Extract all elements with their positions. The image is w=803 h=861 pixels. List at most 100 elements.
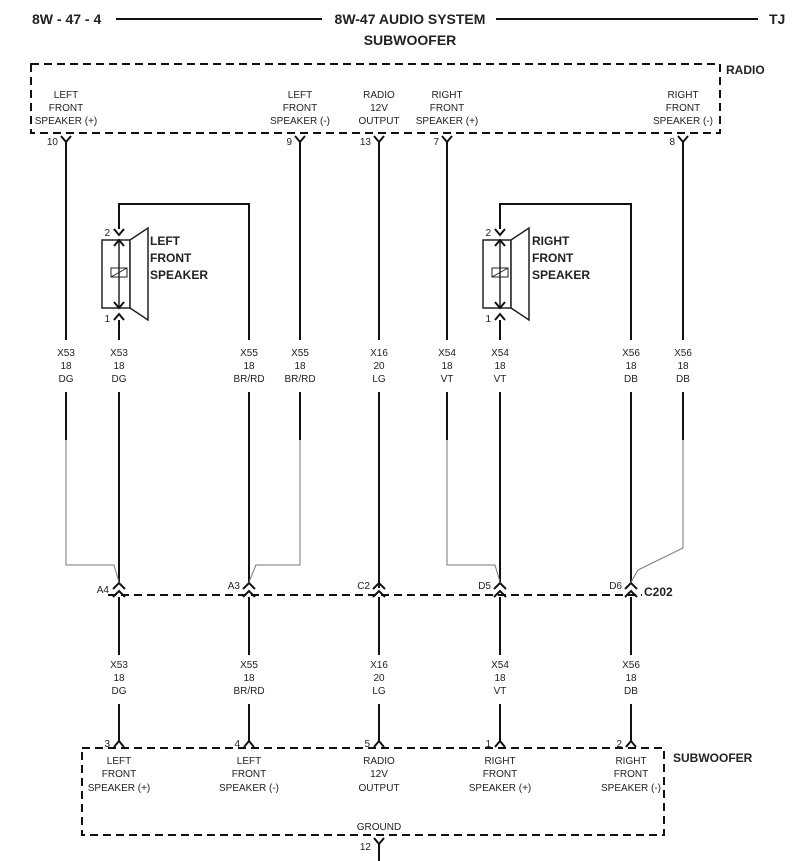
cavity-terminal — [242, 581, 256, 590]
cavity-terminal — [372, 589, 386, 598]
wire-gauge: 18 — [243, 673, 255, 684]
wire-gauge: 18 — [677, 361, 689, 372]
c202-cavity-a4: A4 — [97, 581, 126, 598]
wire-circuit: X54 — [491, 348, 509, 359]
splice-x54 — [446, 440, 501, 583]
c202-cavity-c2: C2 — [357, 581, 386, 598]
speaker-cone — [510, 226, 530, 322]
wire-gauge: 20 — [373, 673, 385, 684]
wire-circuit: X53 — [110, 660, 128, 671]
pin-number: 5 — [364, 739, 370, 750]
subwoofer-box — [81, 747, 665, 836]
pin-terminal — [113, 739, 125, 748]
page-title: 8W-47 AUDIO SYSTEM — [335, 11, 486, 27]
cavity-terminal — [624, 589, 638, 598]
pin-terminal — [113, 301, 125, 310]
pin-terminal — [60, 135, 72, 144]
pin-desc: FRONT — [102, 769, 136, 780]
cavity-terminal — [372, 581, 386, 590]
pin-terminal — [625, 739, 637, 748]
sub-pin-left-front-neg: 4 LEFT FRONT SPEAKER (-) — [219, 739, 279, 794]
pin-terminal — [373, 135, 385, 144]
cavity-label: A3 — [228, 581, 241, 592]
wire-color: BR/RD — [233, 374, 264, 385]
wire-circuit: X16 — [370, 348, 388, 359]
wire-gauge: 18 — [625, 361, 637, 372]
pin-desc: SPEAKER (-) — [653, 116, 713, 127]
radio-pin-right-front-pos: RIGHT FRONT SPEAKER (+) 7 — [416, 90, 479, 148]
pin-desc: RIGHT — [667, 90, 698, 101]
pin-number: 9 — [286, 137, 292, 148]
cavity-terminal — [242, 589, 256, 598]
wire-gauge: 18 — [113, 673, 125, 684]
wire-circuit: X16 — [370, 660, 388, 671]
pin-desc: SPEAKER (-) — [601, 783, 661, 794]
upper-wire-labels: X53 18 DG X53 18 DG X55 18 BR/RD X55 18 … — [57, 348, 692, 385]
pin-number: 1 — [485, 739, 491, 750]
cavity-terminal — [493, 581, 507, 590]
wire-gauge: 18 — [494, 361, 506, 372]
speaker-cone — [129, 226, 149, 322]
pin-desc: SPEAKER (-) — [219, 783, 279, 794]
cavity-label: D6 — [609, 581, 622, 592]
pin-desc: LEFT — [288, 90, 312, 101]
sub-pin-ground: GROUND 12 — [357, 822, 401, 861]
cavity-terminal — [112, 589, 126, 598]
lower-wire-labels: X53 18 DG X55 18 BR/RD X16 20 LG X54 18 … — [110, 660, 640, 697]
pin-terminal — [294, 135, 306, 144]
wire-x55-speaker — [118, 203, 250, 340]
pin-number: 3 — [104, 739, 110, 750]
pin-desc: FRONT — [430, 103, 464, 114]
pin-desc: FRONT — [49, 103, 83, 114]
splice-x53 — [65, 440, 120, 583]
wire-circuit: X56 — [622, 348, 640, 359]
radio-box — [30, 63, 721, 134]
pin-desc: FRONT — [483, 769, 517, 780]
pin-terminal — [113, 228, 125, 237]
page-subtitle: SUBWOOFER — [364, 32, 457, 48]
pin-desc: FRONT — [666, 103, 700, 114]
pin-number: 1 — [104, 314, 110, 325]
pin-terminal — [494, 312, 506, 321]
pin-desc: RIGHT — [484, 756, 515, 767]
pin-terminal — [677, 135, 689, 144]
pin-desc: OUTPUT — [358, 116, 399, 127]
wire-color: DG — [59, 374, 74, 385]
pin-desc: RIGHT — [615, 756, 646, 767]
pin-number: 12 — [360, 842, 372, 853]
wire-color: VT — [494, 374, 507, 385]
speaker-label: LEFT — [150, 234, 181, 248]
pin-number: 10 — [47, 137, 59, 148]
pin-desc: OUTPUT — [358, 783, 399, 794]
wire-x56-speaker — [499, 203, 632, 340]
cavity-label: C2 — [357, 581, 370, 592]
pin-terminal — [113, 312, 125, 321]
splice-x55 — [248, 440, 301, 583]
cavity-label: D5 — [478, 581, 491, 592]
pin-number: 2 — [104, 228, 110, 239]
wire-circuit: X55 — [240, 660, 258, 671]
sub-pin-right-front-neg: 2 RIGHT FRONT SPEAKER (-) — [601, 739, 661, 794]
pin-desc: GROUND — [357, 822, 401, 833]
pin-desc: FRONT — [232, 769, 266, 780]
speaker-label: SPEAKER — [150, 268, 208, 282]
radio-pin-left-front-neg: LEFT FRONT SPEAKER (-) 9 — [270, 90, 330, 148]
cavity-terminal — [493, 589, 507, 598]
wire-circuit: X56 — [674, 348, 692, 359]
wire-gauge: 18 — [60, 361, 72, 372]
wire-circuit: X55 — [291, 348, 309, 359]
pin-number: 7 — [433, 137, 439, 148]
sub-pin-12v-output: 5 RADIO 12V OUTPUT — [358, 739, 399, 794]
cavity-terminal — [112, 581, 126, 590]
cavity-label: A4 — [97, 585, 110, 596]
wire-color: VT — [494, 686, 507, 697]
pin-number: 8 — [669, 137, 675, 148]
pin-terminal — [494, 301, 506, 310]
pin-desc: LEFT — [237, 756, 261, 767]
pin-number: 4 — [234, 739, 240, 750]
subwoofer-label: SUBWOOFER — [673, 751, 753, 765]
speaker-label: RIGHT — [532, 234, 570, 248]
pin-desc: 12V — [370, 769, 388, 780]
pin-terminal — [373, 739, 385, 748]
pin-number: 2 — [485, 228, 491, 239]
